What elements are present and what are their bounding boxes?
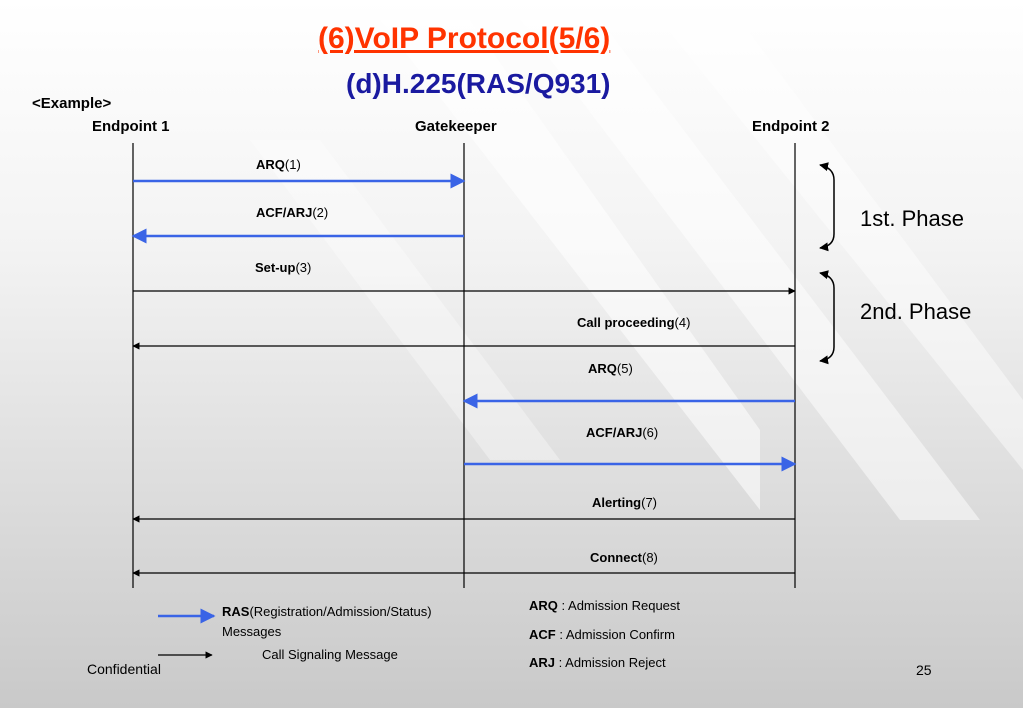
message-name: Connect [590, 550, 642, 565]
message-number: (3) [295, 260, 312, 275]
message-label-1: ARQ(1) [256, 157, 301, 172]
message-label-2: ACF/ARJ(2) [256, 205, 328, 220]
message-name: Call proceeding [577, 315, 675, 330]
message-name: Set-up [255, 260, 296, 275]
confidential-label: Confidential [87, 661, 161, 677]
abbr-acf: ACF : Admission Confirm [529, 627, 675, 642]
page-number: 25 [916, 662, 932, 678]
message-name: ACF/ARJ [586, 425, 643, 440]
legend-ras-desc: (Registration/Admission/Status) [249, 604, 432, 619]
message-number: (8) [642, 550, 658, 565]
message-number: (1) [284, 157, 301, 172]
abbr-arj: ARJ : Admission Reject [529, 655, 666, 670]
message-label-7: Alerting(7) [592, 495, 657, 510]
first-phase-bracket [819, 162, 835, 252]
message-label-3: Set-up(3) [255, 260, 311, 275]
message-number: (2) [312, 205, 329, 220]
message-name: Alerting [592, 495, 642, 510]
message-label-5: ARQ(5) [588, 361, 633, 376]
legend-ras-text2: Messages [222, 624, 282, 639]
message-name: ARQ [588, 361, 617, 376]
message-label-6: ACF/ARJ(6) [586, 425, 658, 440]
slide-title: (6)VoIP Protocol(5/6) [318, 22, 611, 55]
endpoint-2-label: Endpoint 2 [752, 118, 830, 135]
message-label-8: Connect(8) [590, 550, 658, 565]
message-number: (4) [674, 315, 691, 330]
endpoint-1-label: Endpoint 1 [92, 118, 170, 135]
message-name: ARQ [256, 157, 285, 172]
message-number: (5) [616, 361, 633, 376]
gatekeeper-label: Gatekeeper [415, 118, 497, 135]
first-phase-label: 1st. Phase [860, 206, 964, 231]
message-number: (7) [641, 495, 658, 510]
second-phase-bracket [819, 270, 835, 365]
message-number: (6) [642, 425, 659, 440]
message-name: ACF/ARJ [256, 205, 313, 220]
legend-ras-bold: RAS [222, 604, 250, 619]
second-phase-label: 2nd. Phase [860, 299, 972, 324]
message-label-4: Call proceeding(4) [577, 315, 690, 330]
slide-subtitle: (d)H.225(RAS/Q931) [346, 68, 611, 99]
example-label: <Example> [32, 95, 112, 112]
abbr-arq: ARQ : Admission Request [529, 598, 681, 613]
legend-signaling-text: Call Signaling Message [262, 647, 398, 662]
legend-ras-text: RAS(Registration/Admission/Status) [222, 604, 432, 619]
